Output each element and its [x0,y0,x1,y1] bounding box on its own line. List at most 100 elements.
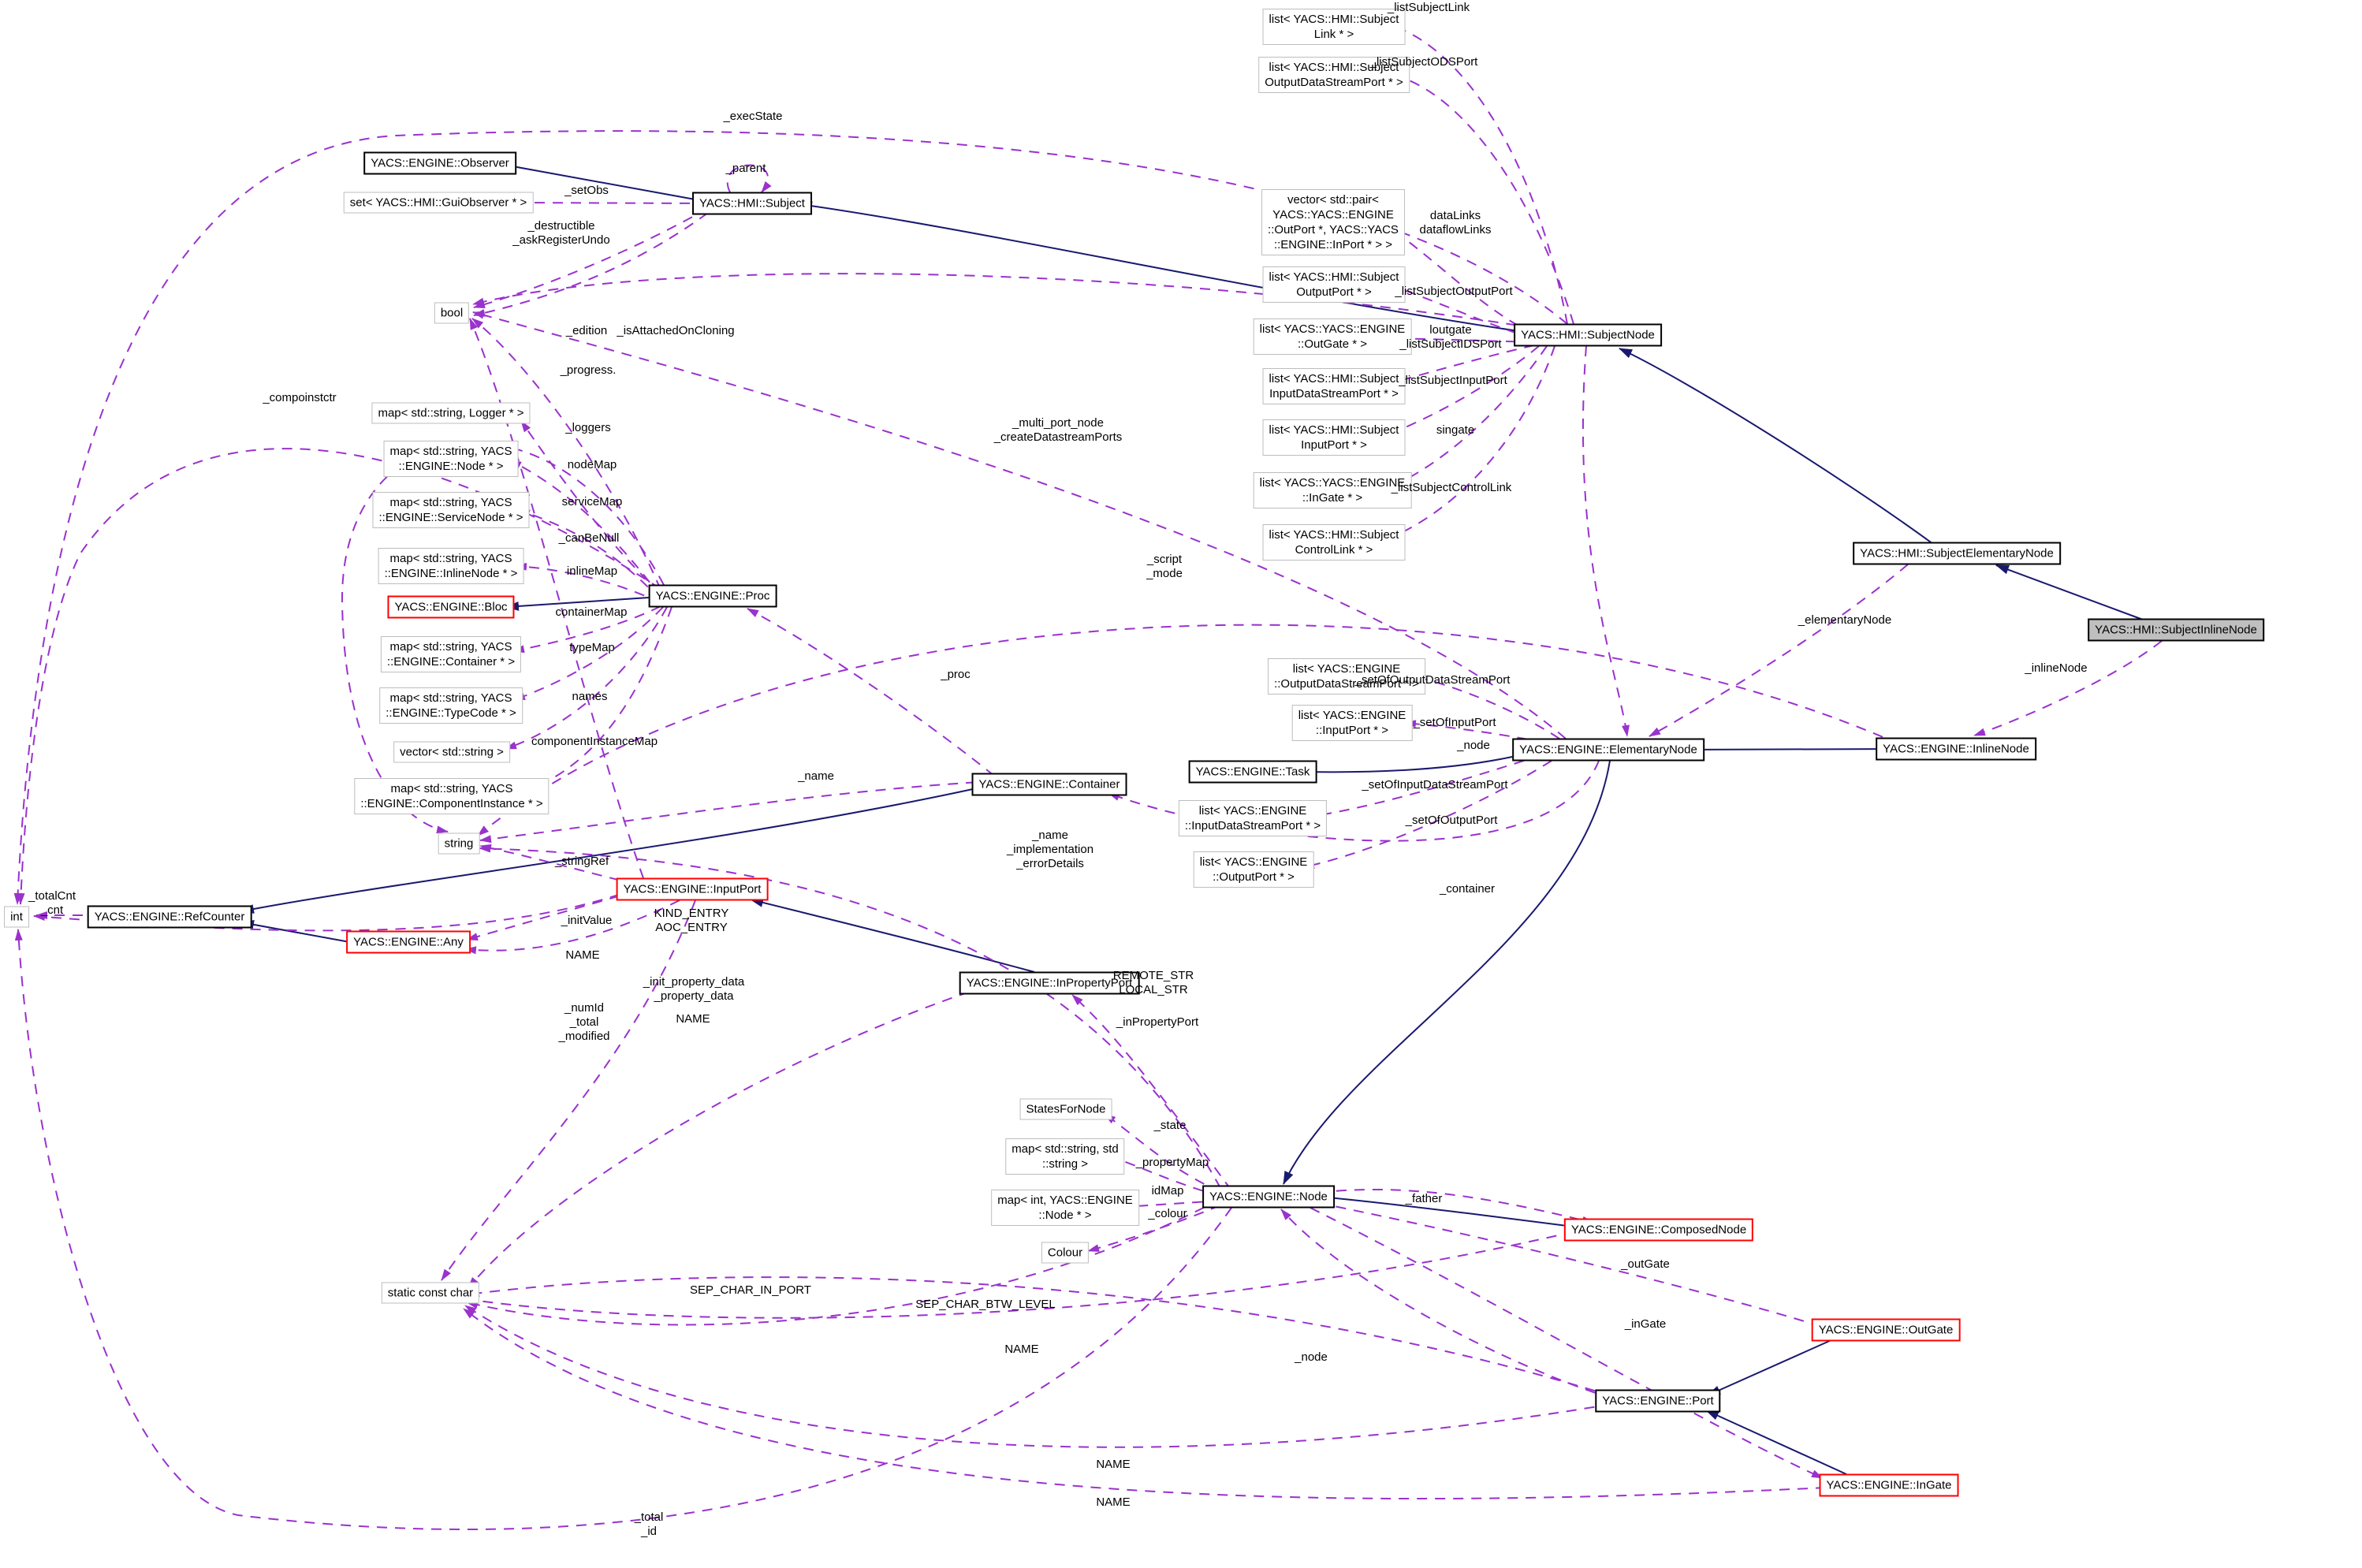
class-box-subjectnode[interactable]: YACS::HMI::SubjectNode [1514,323,1662,347]
edge-label: containerMap [555,605,628,619]
edge-label: _parent [725,162,766,175]
class-box-vectorstring: vector< std::string > [393,741,510,763]
edge-label: _execState [723,110,783,123]
edge-label: _inGate [1624,1317,1667,1331]
edge-label: NAME [565,948,600,962]
class-box-outgate[interactable]: YACS::ENGINE::OutGate [1811,1318,1961,1342]
class-box-bloc[interactable]: YACS::ENGINE::Bloc [387,595,515,619]
usage-edge [466,890,638,940]
inheritance-edge [499,161,709,203]
usage-edge [466,1198,1221,1326]
edge-label: names [572,690,608,703]
class-box-mapinline: map< std::string, YACS ::ENGINE::InlineN… [378,548,524,584]
edge-label: _listSubjectControlLink [1391,481,1512,494]
class-box-colour: Colour [1041,1242,1090,1264]
class-box-observer[interactable]: YACS::ENGINE::Observer [363,151,516,175]
edge-label: _setOfInputPort [1413,716,1496,729]
usage-edge [1395,345,1548,486]
edge-label: _compoinstctr [263,391,337,404]
class-box-guiobserver: set< YACS::HMI::GuiObserver * > [343,192,534,214]
edge-label: loutgate _listSubjectIDSPort [1399,323,1502,351]
edge-label: _name _implementation _errorDetails [1006,829,1094,870]
edge-label: _destructible _askRegisterUndo [512,219,610,247]
class-box-composednode[interactable]: YACS::ENGINE::ComposedNode [1563,1218,1754,1242]
class-box-mapstrstr: map< std::string, std ::string > [1005,1138,1125,1175]
class-box-elementary[interactable]: YACS::ENGINE::ElementaryNode [1512,738,1704,762]
usage-edge [518,509,661,601]
edge-label: typeMap [569,641,615,654]
edge-label: _propertyMap [1135,1156,1209,1169]
edge-label: idMap [1151,1184,1184,1197]
edge-label: singate [1436,423,1475,437]
edge-label: _state [1153,1119,1187,1132]
edge-label: _node [1295,1350,1328,1364]
class-box-ingate[interactable]: YACS::ENGINE::InGate [1819,1473,1959,1497]
usage-edge [33,888,638,932]
inheritance-edge [799,201,1535,334]
class-box-subjinlinenode: YACS::HMI::SubjectInlineNode [2088,618,2264,642]
usage-edge [1581,345,1630,737]
class-box-bool: bool [434,302,470,324]
class-box-refcounter[interactable]: YACS::ENGINE::RefCounter [87,905,252,929]
usage-edge [1649,564,1909,737]
usage-edge [1390,285,1535,340]
inheritance-edge [1319,1193,1593,1230]
edge-label: KIND_ENTRY AOC_ENTRY [654,907,729,934]
class-box-mapcompinst: map< std::string, YACS ::ENGINE::Compone… [354,778,550,814]
usage-edge [1390,345,1555,538]
class-box-string: string [438,832,480,855]
class-box-proc[interactable]: YACS::ENGINE::Proc [648,584,777,608]
class-box-outportlist: list< YACS::ENGINE ::OutputPort * > [1193,851,1314,888]
edge-label: _init_property_data _property_data [643,975,745,1003]
class-box-mapservice: map< std::string, YACS ::ENGINE::Service… [372,492,530,528]
class-box-subjelemnode[interactable]: YACS::HMI::SubjectElementaryNode [1853,542,2061,565]
edge-label: _isAttachedOnCloning [617,324,735,337]
edge-label: SEP_CHAR_BTW_LEVEL [915,1298,1056,1311]
class-box-inputport[interactable]: YACS::ENGINE::InputPort [616,877,769,901]
usage-edge [520,420,661,594]
class-box-inlinenode[interactable]: YACS::ENGINE::InlineNode [1876,737,2036,761]
class-box-subjidsport: list< YACS::HMI::Subject InputDataStream… [1262,368,1406,404]
edge-label: REMOTE_STR LOCAL_STR [1112,969,1194,996]
class-box-staticchar: static const char [381,1282,480,1304]
class-box-subjodsport: list< YACS::HMI::Subject OutputDataStrea… [1258,57,1410,93]
class-box-inpropertyport[interactable]: YACS::ENGINE::InPropertyPort [959,971,1140,995]
edge-label: _inPropertyPort [1116,1015,1199,1029]
usage-edge [17,448,661,905]
usage-edge [472,273,1535,329]
usage-edge [1280,1209,1613,1399]
usage-edge [466,1227,1593,1319]
usage-edge [1123,1200,1221,1211]
class-box-subjctrllink: list< YACS::HMI::Subject ControlLink * > [1262,524,1406,561]
edge-label: _outGate [1621,1257,1670,1271]
edge-label: NAME [676,1012,710,1026]
class-box-node[interactable]: YACS::ENGINE::Node [1202,1185,1335,1209]
usage-edge [513,606,664,701]
usage-edge [512,605,661,654]
edge-label: NAME [1096,1495,1131,1509]
edge-label: _proc [941,668,971,681]
edge-label: _multi_port_node _createDatastreamPorts [993,416,1123,444]
edge-label: _listSubjectODSPort [1369,55,1478,69]
edge-label: _name [798,769,834,783]
class-box-subject[interactable]: YACS::HMI::Subject [692,192,812,215]
edge-label: _setObs [564,184,609,197]
edge-label: NAME [1004,1343,1039,1356]
class-box-mapintnode: map< int, YACS::ENGINE ::Node * > [991,1190,1139,1226]
inheritance-edge [750,898,1035,973]
class-box-task[interactable]: YACS::ENGINE::Task [1188,760,1317,784]
edge-label: _script _mode [1146,553,1183,580]
class-box-port[interactable]: YACS::ENGINE::Port [1595,1389,1721,1413]
usage-edge [747,608,995,777]
class-box-vectorpair: vector< std::pair< YACS::YACS::ENGINE ::… [1261,189,1405,255]
class-box-any[interactable]: YACS::ENGINE::Any [346,930,471,954]
usage-edge [1071,994,1232,1191]
usage-edge [473,207,709,309]
usage-edge [441,899,696,1281]
usage-edge [464,1305,1613,1448]
class-box-container[interactable]: YACS::ENGINE::Container [971,773,1127,796]
inheritance-edge [1995,564,2144,620]
inheritance-edge [1619,348,1934,545]
